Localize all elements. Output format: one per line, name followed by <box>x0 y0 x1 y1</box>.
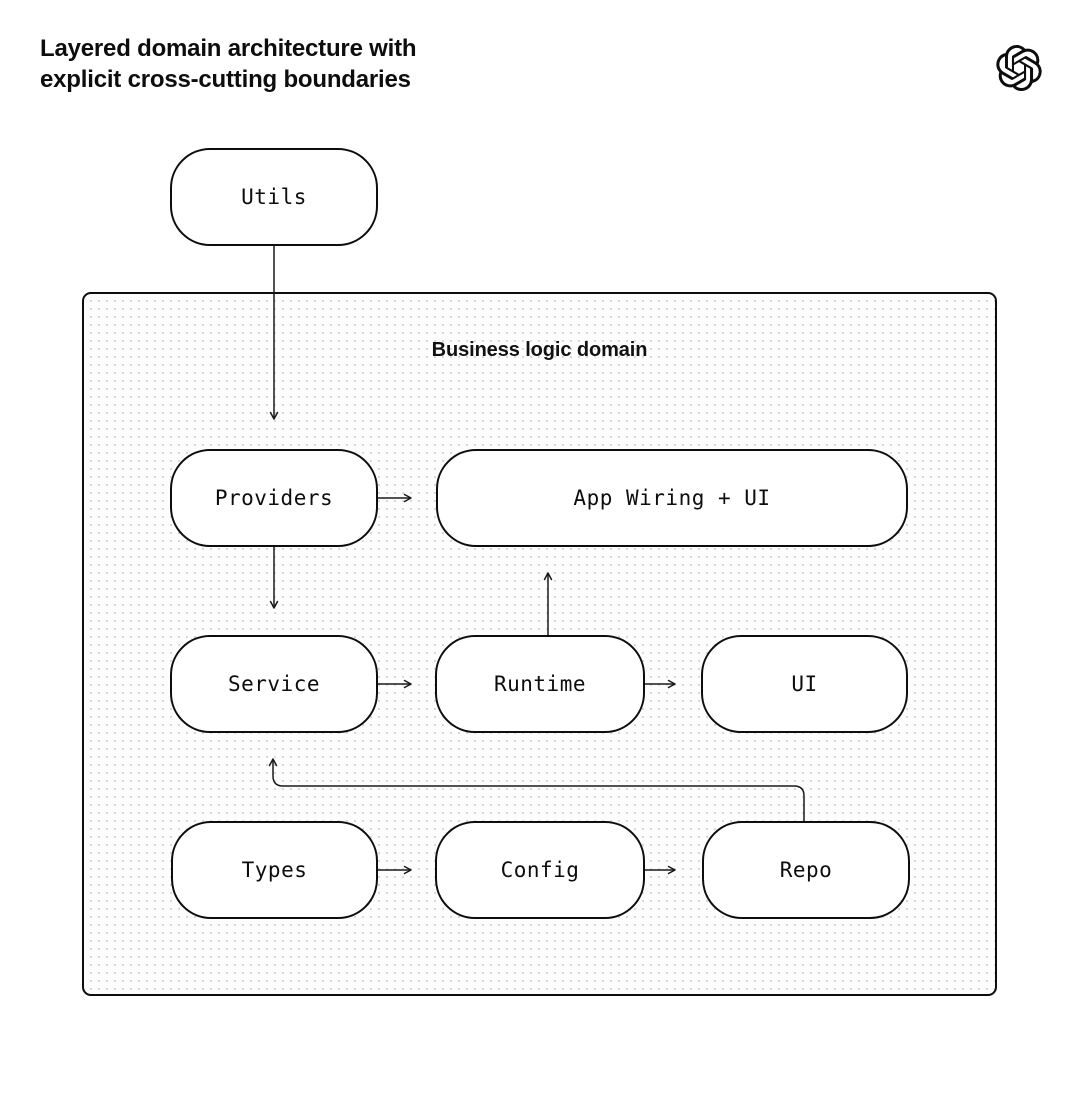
node-ui: UI <box>701 635 908 733</box>
node-config: Config <box>435 821 645 919</box>
node-service: Service <box>170 635 378 733</box>
node-repo: Repo <box>702 821 910 919</box>
node-utils: Utils <box>170 148 378 246</box>
node-runtime: Runtime <box>435 635 645 733</box>
business-logic-domain-label: Business logic domain <box>431 339 648 361</box>
openai-logo-icon <box>996 45 1042 91</box>
node-app-wiring-ui: App Wiring + UI <box>436 449 908 547</box>
page-title-line1: Layered domain architecture with <box>40 35 417 62</box>
page-title-line2: explicit cross-cutting boundaries <box>40 66 411 93</box>
node-providers: Providers <box>170 449 378 547</box>
page-title: Layered domain architecture with explici… <box>40 33 417 95</box>
node-types: Types <box>171 821 378 919</box>
